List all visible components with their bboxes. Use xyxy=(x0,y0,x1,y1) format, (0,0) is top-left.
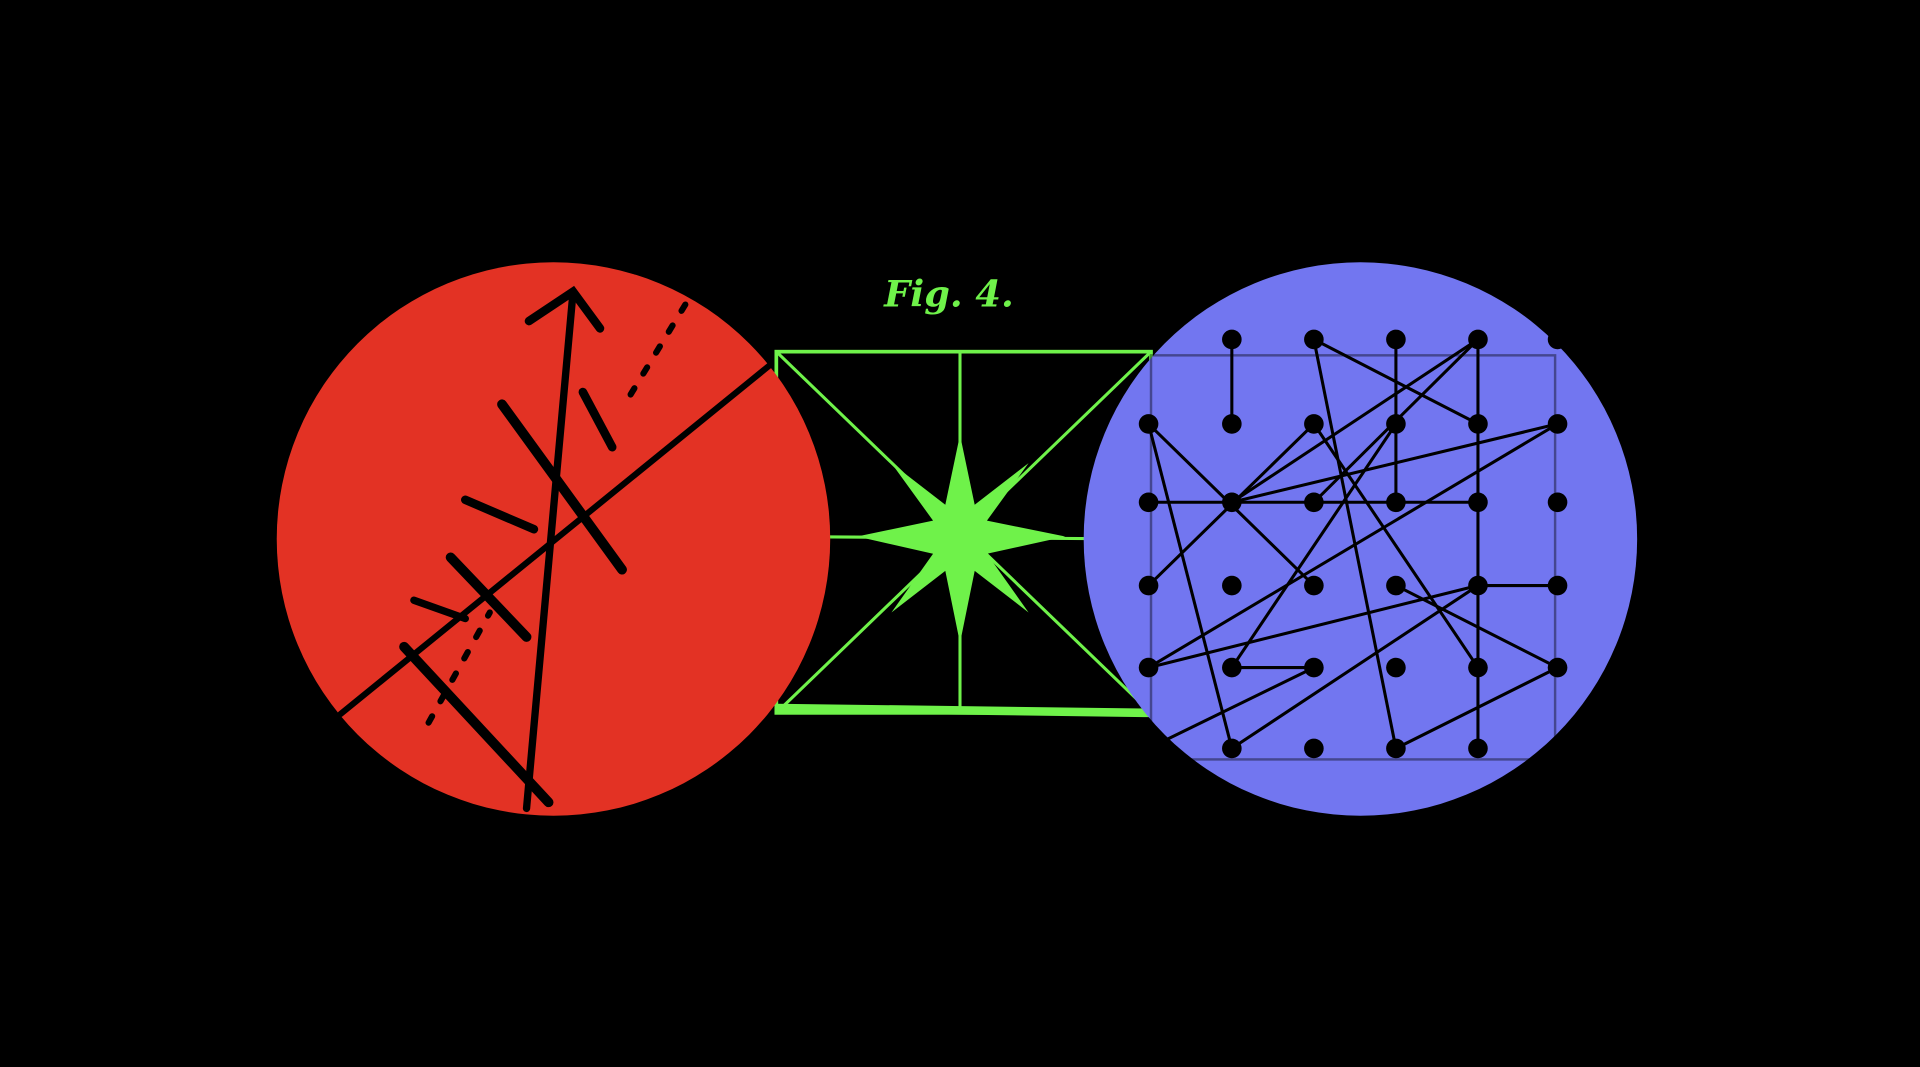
network-dot xyxy=(1468,738,1488,759)
network-dot xyxy=(1222,575,1242,596)
network-line xyxy=(1395,584,1559,669)
network-line xyxy=(1147,666,1315,750)
network-dot xyxy=(1386,738,1406,759)
eight-point-star xyxy=(857,434,1066,644)
network-dot xyxy=(1547,414,1568,434)
network-dot xyxy=(1468,492,1488,513)
blue-circle-group xyxy=(1083,262,1638,816)
network-line xyxy=(1147,423,1234,749)
red-circle-group xyxy=(276,262,831,816)
network-line xyxy=(1147,422,1559,669)
network-line xyxy=(1230,423,1398,669)
network-dot xyxy=(1468,414,1488,434)
network-dots xyxy=(1138,329,1568,759)
network-dot xyxy=(1304,657,1324,678)
network-dot xyxy=(1547,657,1568,678)
network-dot xyxy=(1547,575,1568,596)
network-dot xyxy=(1386,657,1406,678)
network-dot xyxy=(1222,329,1242,350)
network-dot xyxy=(1386,414,1406,434)
network-dot xyxy=(1386,329,1406,350)
network-dot xyxy=(1138,414,1159,434)
network-line xyxy=(1230,584,1479,750)
network-dot xyxy=(1222,492,1242,513)
network-line xyxy=(1395,666,1559,750)
handwriting-strokes xyxy=(337,285,775,813)
network-line xyxy=(1231,422,1558,504)
network-line xyxy=(1312,423,1480,669)
network-dot xyxy=(1547,492,1568,513)
network-dot xyxy=(1138,492,1159,513)
network-dot xyxy=(1304,738,1324,759)
network-dot xyxy=(1468,329,1488,350)
network-dot xyxy=(1304,414,1324,434)
network-dot xyxy=(1222,414,1242,434)
network-dot xyxy=(1547,329,1568,350)
blue-circle xyxy=(1083,262,1638,816)
network-dot xyxy=(1468,575,1488,596)
network-dot xyxy=(1222,738,1242,759)
network-dot xyxy=(1304,575,1324,596)
network-dot xyxy=(1138,657,1159,678)
network-dot xyxy=(1138,575,1159,596)
figure-label: Fig. 4. xyxy=(883,272,1014,315)
network-dot xyxy=(1468,657,1488,678)
network-dot xyxy=(1222,657,1242,678)
network-dot xyxy=(1386,575,1406,596)
network-line xyxy=(1230,338,1479,504)
network-dot xyxy=(1386,492,1406,513)
network-dot xyxy=(1304,492,1324,513)
network-dot xyxy=(1304,329,1324,350)
